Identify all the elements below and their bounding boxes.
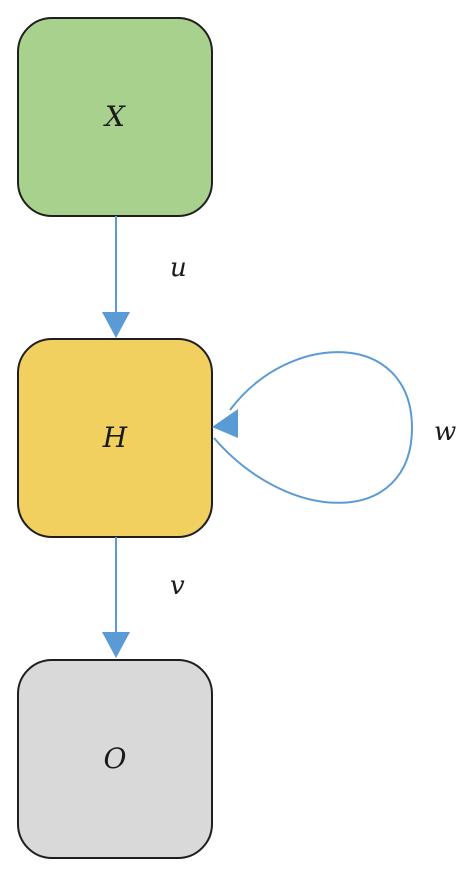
edge-h-self-loop-arrowhead (212, 409, 238, 438)
edge-h-self-loop-curve (213, 351, 414, 504)
node-o-box (17, 659, 213, 859)
node-h-label: H (102, 421, 128, 454)
node-x-label: X (103, 100, 126, 133)
edge-x-to-h: u (102, 216, 187, 338)
edge-h-self-loop: w (212, 351, 456, 504)
node-x: X (17, 17, 213, 217)
node-o: O (17, 659, 213, 859)
edge-x-to-h-arrowhead (102, 312, 130, 338)
edge-h-to-o-label: v (170, 571, 185, 601)
edge-h-to-o-arrowhead (102, 632, 130, 658)
edge-h-self-loop-label: w (434, 417, 456, 447)
node-h: H (17, 338, 213, 538)
edge-x-to-h-label: u (170, 253, 187, 283)
edge-h-to-o: v (102, 537, 185, 658)
node-o-label: O (104, 742, 127, 775)
